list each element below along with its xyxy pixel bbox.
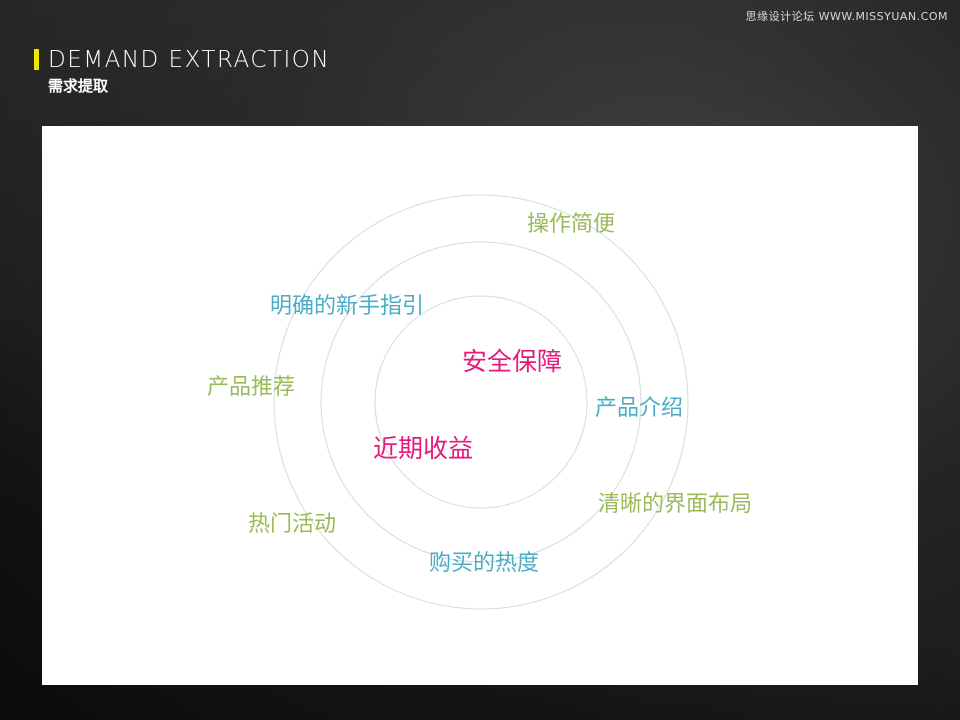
- middle-ring: [320, 241, 642, 563]
- keyword-product-recommend: 产品推荐: [207, 375, 296, 400]
- keyword-recent-returns: 近期收益: [373, 434, 474, 463]
- keyword-security: 安全保障: [462, 347, 563, 376]
- concentric-rings: [273, 194, 689, 610]
- keyword-hot-events: 热门活动: [248, 512, 337, 537]
- watermark: 思缘设计论坛 WWW.MISSYUAN.COM: [745, 10, 948, 23]
- content-panel: 操作简便 明确的新手指引 安全保障 产品推荐 产品介绍 近期收益 清晰的界面布局…: [42, 126, 918, 685]
- outer-ring: [273, 194, 689, 610]
- keyword-newbie-guide: 明确的新手指引: [270, 294, 425, 319]
- keyword-easy-operation: 操作简便: [527, 212, 616, 237]
- slide-title-en: DEMAND EXTRACTION: [48, 47, 331, 73]
- slide-title-cn: 需求提取: [48, 77, 109, 95]
- keyword-purchase-heat: 购买的热度: [429, 551, 540, 576]
- keyword-product-intro: 产品介绍: [595, 396, 684, 421]
- keyword-clear-layout: 清晰的界面布局: [598, 492, 753, 517]
- inner-ring: [374, 295, 588, 509]
- accent-bar: [34, 49, 39, 70]
